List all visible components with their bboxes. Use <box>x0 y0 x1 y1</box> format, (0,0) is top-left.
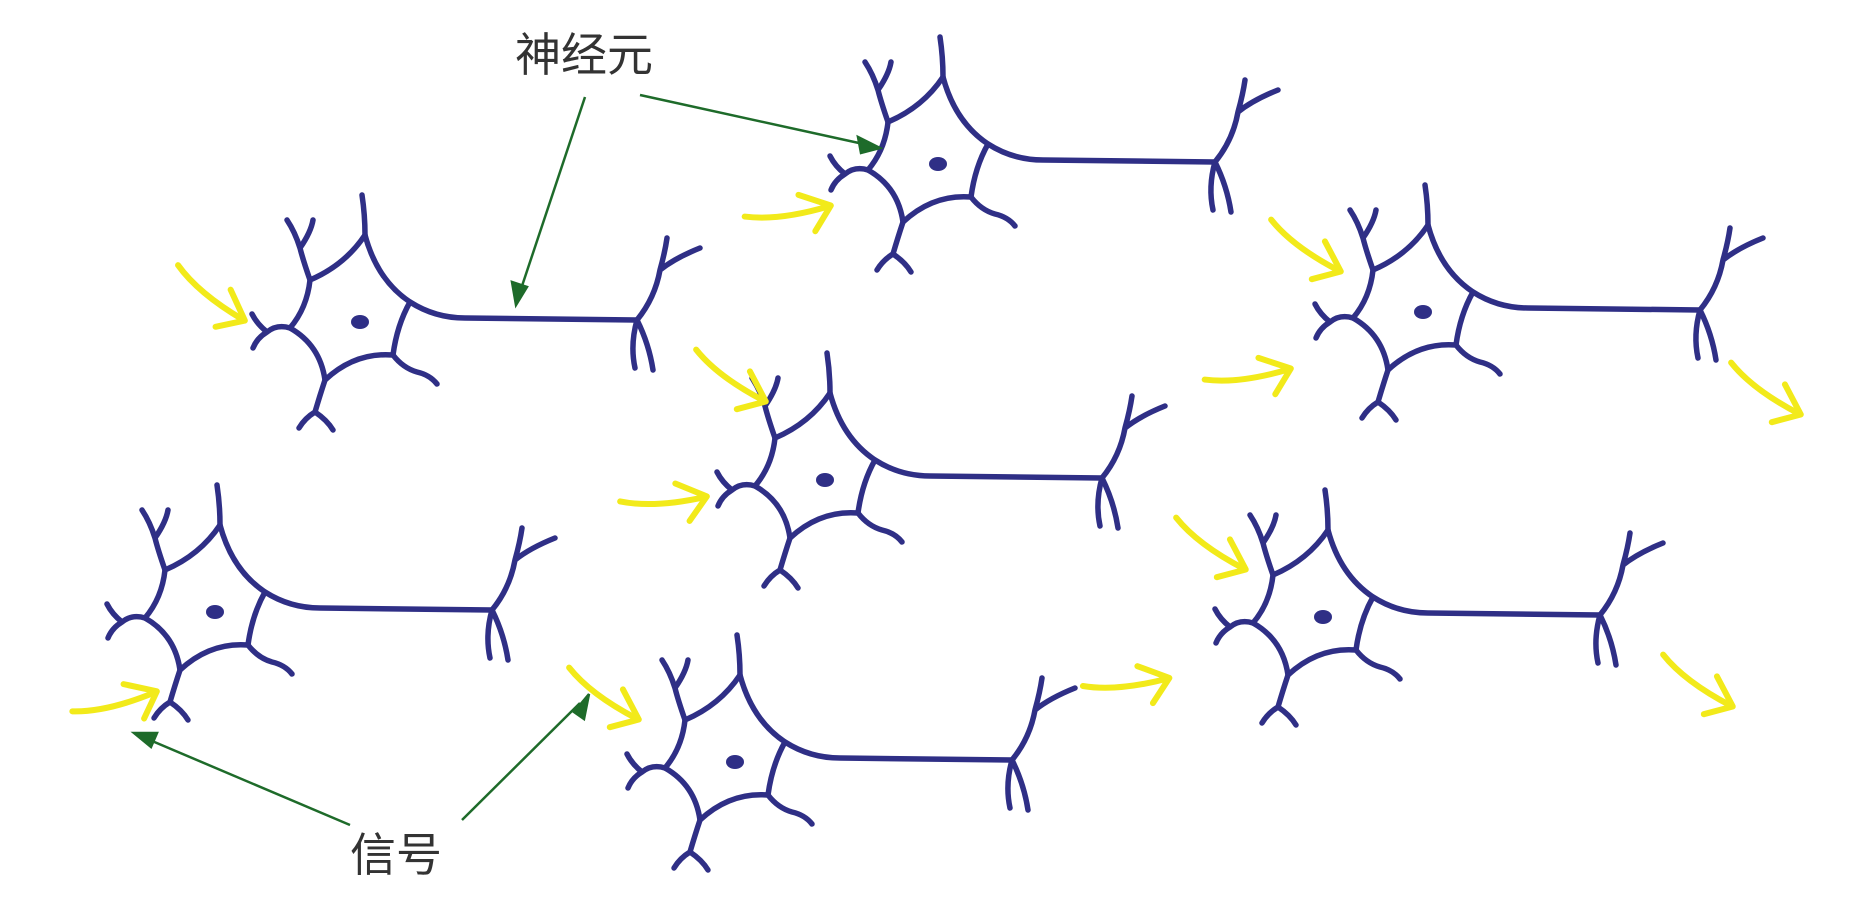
signal-arrow-7 <box>620 475 712 539</box>
pointer-lines <box>130 93 884 827</box>
signal-arrow-6 <box>1716 363 1809 432</box>
neuron-2 <box>830 37 1278 272</box>
signal-arrow-9 <box>1648 655 1741 724</box>
signal-arrow-12 <box>1083 657 1176 723</box>
arrowhead-signal-left <box>130 731 159 750</box>
pointer-neuron-1 <box>518 96 587 293</box>
signal-arrow-8 <box>1161 518 1254 587</box>
signal-arrow-11 <box>554 668 647 737</box>
signal-label: 信号 <box>350 828 442 882</box>
arrowhead-signal-middle <box>572 693 591 722</box>
neuron-label: 神经元 <box>515 28 653 82</box>
neuron-7 <box>627 635 1075 870</box>
signal-arrow-4 <box>1256 220 1349 289</box>
neuron-1 <box>252 195 700 430</box>
neuron-4 <box>717 353 1165 588</box>
neuron-5 <box>107 485 555 720</box>
pointer-neuron-2 <box>639 93 869 147</box>
signal-arrow-1 <box>161 265 254 337</box>
neuron-6 <box>1215 490 1663 725</box>
signal-arrow-3 <box>681 350 774 419</box>
pointer-signal-middle <box>461 702 581 821</box>
arrowhead-neuron-2 <box>856 134 884 155</box>
pointer-signal-left <box>144 736 351 827</box>
neuron-3 <box>1315 185 1763 420</box>
signal-arrow-2 <box>745 185 838 254</box>
arrowhead-neuron-1 <box>510 280 529 309</box>
signal-arrow-5 <box>1205 348 1298 417</box>
